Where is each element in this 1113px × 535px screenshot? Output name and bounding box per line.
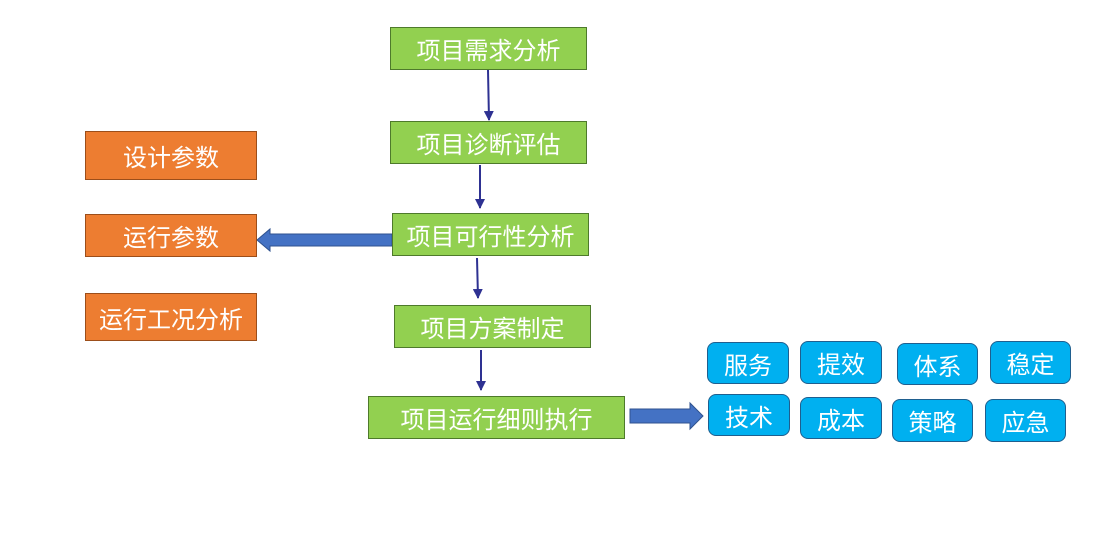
- step-diagnosis-evaluation: 项目诊断评估: [390, 121, 587, 164]
- block-arrow-left: [256, 227, 393, 253]
- step-rules-execution: 项目运行细则执行: [368, 396, 625, 439]
- outcome-efficiency: 提效: [800, 341, 882, 384]
- outcome-technology: 技术: [708, 394, 790, 436]
- flow-arrow-1: [483, 69, 494, 121]
- outcome-stability: 稳定: [990, 341, 1071, 384]
- step-feasibility-analysis: 项目可行性分析: [392, 213, 589, 256]
- param-operation: 运行参数: [85, 214, 257, 257]
- outcome-cost: 成本: [800, 397, 882, 439]
- block-arrow-right: [629, 401, 704, 431]
- outcome-strategy: 策略: [892, 399, 973, 442]
- param-condition-analysis: 运行工况分析: [85, 293, 257, 341]
- flow-arrow-3: [472, 257, 483, 299]
- step-plan-formulation: 项目方案制定: [394, 305, 591, 348]
- outcome-service: 服务: [707, 342, 789, 384]
- param-design: 设计参数: [85, 131, 257, 180]
- step-requirement-analysis: 项目需求分析: [390, 27, 587, 70]
- outcome-system: 体系: [897, 343, 978, 385]
- outcome-emergency: 应急: [985, 399, 1066, 442]
